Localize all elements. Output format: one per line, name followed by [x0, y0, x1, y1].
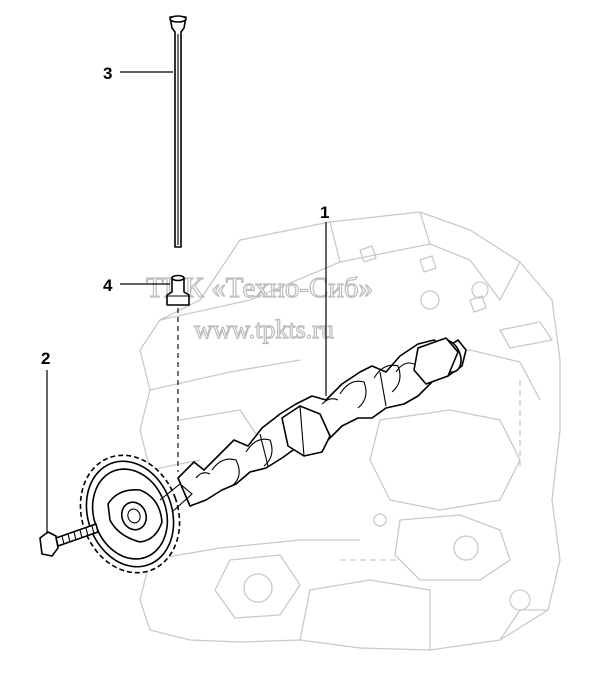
camshaft-part-1: [177, 337, 467, 507]
callout-4: 4: [103, 276, 113, 295]
leader-lines: [46, 71, 327, 534]
bolt-part-2: [39, 523, 99, 557]
camshaft-gear: [79, 454, 193, 574]
callout-3: 3: [103, 64, 112, 83]
push-rod-part-3: [169, 15, 187, 248]
callout-2: 2: [41, 349, 50, 368]
tappet-part-4: [166, 274, 190, 306]
engine-block-ghost-outline: [139, 211, 561, 651]
callout-1: 1: [320, 203, 329, 222]
watermark-url: www.tpkts.ru: [194, 315, 334, 344]
